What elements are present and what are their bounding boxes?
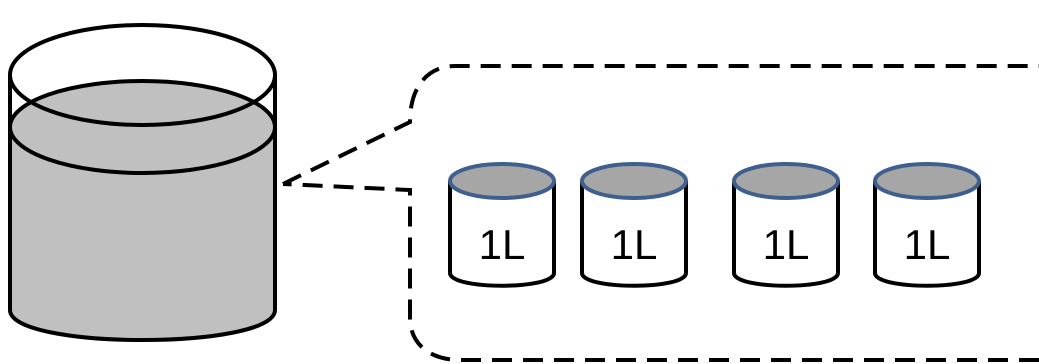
small-container-body [448,181,556,288]
small-container-body [873,181,981,288]
small-container-liquid-surface [873,162,981,200]
small-container-label: 1L [763,221,810,268]
large-container-top-rim [8,23,277,127]
small-container-liquid-surface [580,162,688,200]
small-container-3: 1L [732,162,840,288]
small-container-body [580,181,688,288]
small-container-liquid-surface [448,162,556,200]
large-container-body [8,75,277,342]
small-container-label: 1L [611,221,658,268]
small-containers: 1L 1L 1L 1L [448,162,981,288]
small-container-2: 1L [580,162,688,288]
zoom-callout [282,64,1039,362]
small-container-liquid-surface [732,162,840,200]
small-container-label: 1L [904,221,951,268]
small-container-1: 1L [448,162,556,288]
small-container-body [732,181,840,288]
small-container-label: 1L [479,221,526,268]
callout-outline [282,64,1039,362]
large-container [8,23,277,342]
small-container-4: 1L [873,162,981,288]
